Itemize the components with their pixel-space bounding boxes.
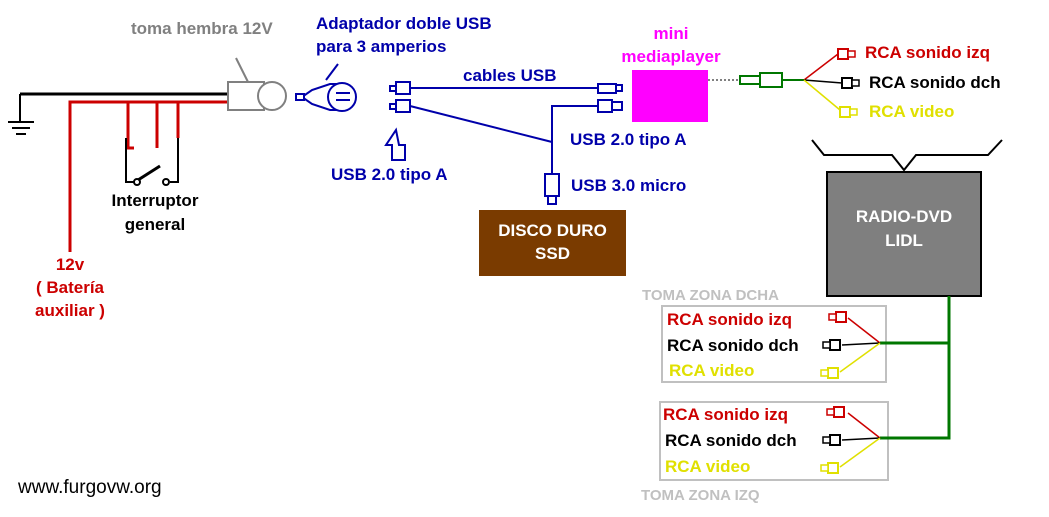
mini-mediaplayer-box [632,70,708,122]
zone-right-rca-right: RCA sonido dch [667,336,799,355]
usb-cables [389,81,623,205]
red-wires [68,100,228,252]
usb-adapter-label-line1: Adaptador doble USB [316,14,492,33]
usb-a-right-label: USB 2.0 tipo A [570,130,687,149]
zone-left-title: TOMA ZONA IZQ [641,487,760,504]
switch-label-line2: general [124,215,186,234]
zone-right-rca-left: RCA sonido izq [667,310,792,329]
zone-left-rca-right: RCA sonido dch [665,431,797,450]
zone-left-box [659,401,889,481]
rca-left-top-label: RCA sonido izq [865,43,990,62]
zone-left-connectors [820,406,881,474]
zone-wiring [880,296,951,440]
av-cable [708,48,860,118]
zone-left-rca-video: RCA video [665,457,751,476]
ssd-label-line2: SSD [535,244,570,263]
usb-adapter-label-line2: para 3 amperios [316,37,447,56]
radio-label-line2: LIDL [885,231,923,250]
mini-mediaplayer-label-line1: mini [653,24,689,43]
battery-label-line3: auxiliar ) [35,301,105,320]
ssd-label-line1: DISCO DURO [498,221,607,240]
ground-symbol [8,94,34,135]
usb-a-left-label: USB 2.0 tipo A [331,165,448,184]
battery-label-line1: 12v [55,255,85,274]
mini-mediaplayer-label-line2: mediaplayer [621,47,721,66]
zone-right-title: TOMA ZONA DCHA [642,287,779,304]
zone-left-rca-left: RCA sonido izq [663,405,788,424]
switch-symbol [125,138,179,186]
radio-dvd-box [826,171,982,297]
rca-video-top-label: RCA video [869,102,955,121]
socket-label: toma hembra 12V [131,19,273,38]
zone-right-connectors [820,311,881,379]
usb-cables-label: cables USB [463,66,557,85]
battery-label-line2: ( Batería [35,278,105,297]
arrow-up-icon [384,127,406,161]
website-label: www.furgovw.org [18,477,162,498]
radio-label-line1: RADIO-DVD [855,207,953,226]
ssd-box [479,210,626,276]
rca-right-top-label: RCA sonido dch [869,73,1001,92]
socket-12v [227,57,287,111]
zone-right-rca-video: RCA video [669,361,755,380]
brace [811,139,1003,172]
switch-label-line1: Interruptor [111,191,199,210]
usb-adapter [295,63,357,112]
usb-3-micro-label: USB 3.0 micro [571,176,687,195]
